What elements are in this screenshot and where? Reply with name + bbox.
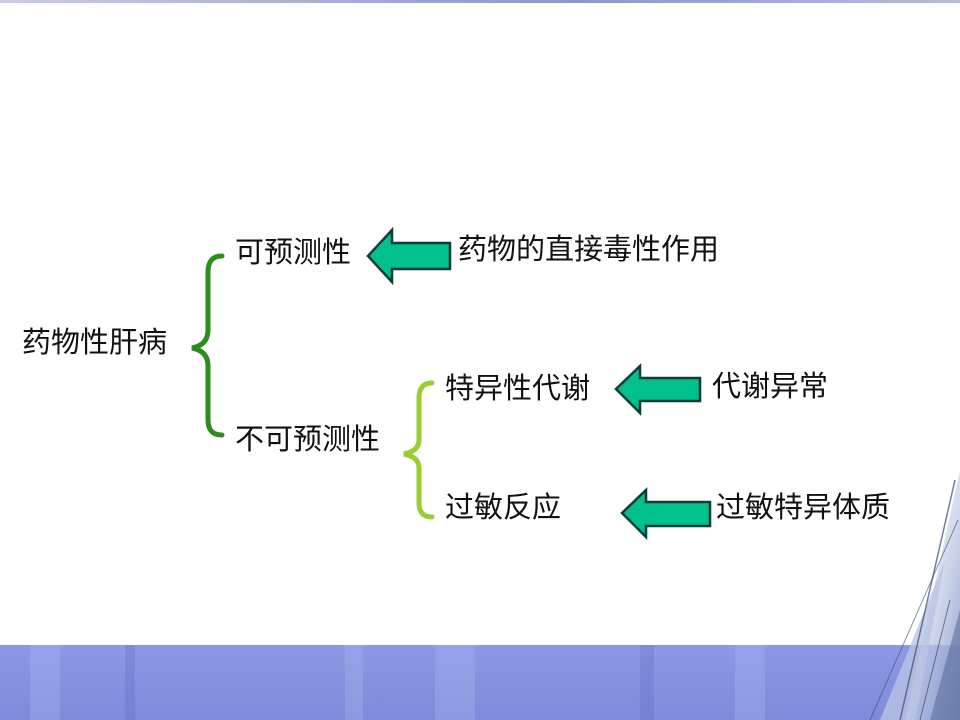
predictable-label: 可预测性 — [235, 235, 352, 269]
allergic-constitution-label: 过敏特异体质 — [716, 490, 891, 524]
sail-shape — [880, 560, 945, 720]
direct-toxicity-label: 药物的直接毒性作用 — [458, 232, 720, 266]
allergic-reaction-label: 过敏反应 — [445, 490, 562, 524]
sub-brace — [403, 380, 435, 520]
footer-stripe — [640, 645, 654, 720]
unpredictable-label: 不可预测性 — [235, 422, 381, 456]
arrow-allergic-constitution — [620, 487, 712, 541]
footer-stripe — [125, 645, 135, 720]
idiosyncratic-metabolism-label: 特异性代谢 — [445, 371, 591, 405]
footer-stripe — [345, 645, 363, 720]
footer-stripe — [30, 645, 60, 720]
root-label: 药物性肝病 — [22, 325, 168, 359]
footer-band — [0, 645, 960, 720]
footer-stripe — [735, 645, 765, 720]
mast-line — [899, 479, 956, 720]
arrow-metabolic-abnormality — [614, 363, 702, 417]
main-brace — [191, 253, 225, 438]
metabolic-abnormality-label: 代谢异常 — [712, 369, 829, 403]
arrow-direct-toxicity — [366, 226, 452, 286]
top-divider — [0, 0, 960, 3]
sail-shape — [930, 610, 960, 720]
rope-line — [919, 599, 951, 720]
footer-stripe — [435, 645, 475, 720]
rope-line — [869, 519, 959, 720]
